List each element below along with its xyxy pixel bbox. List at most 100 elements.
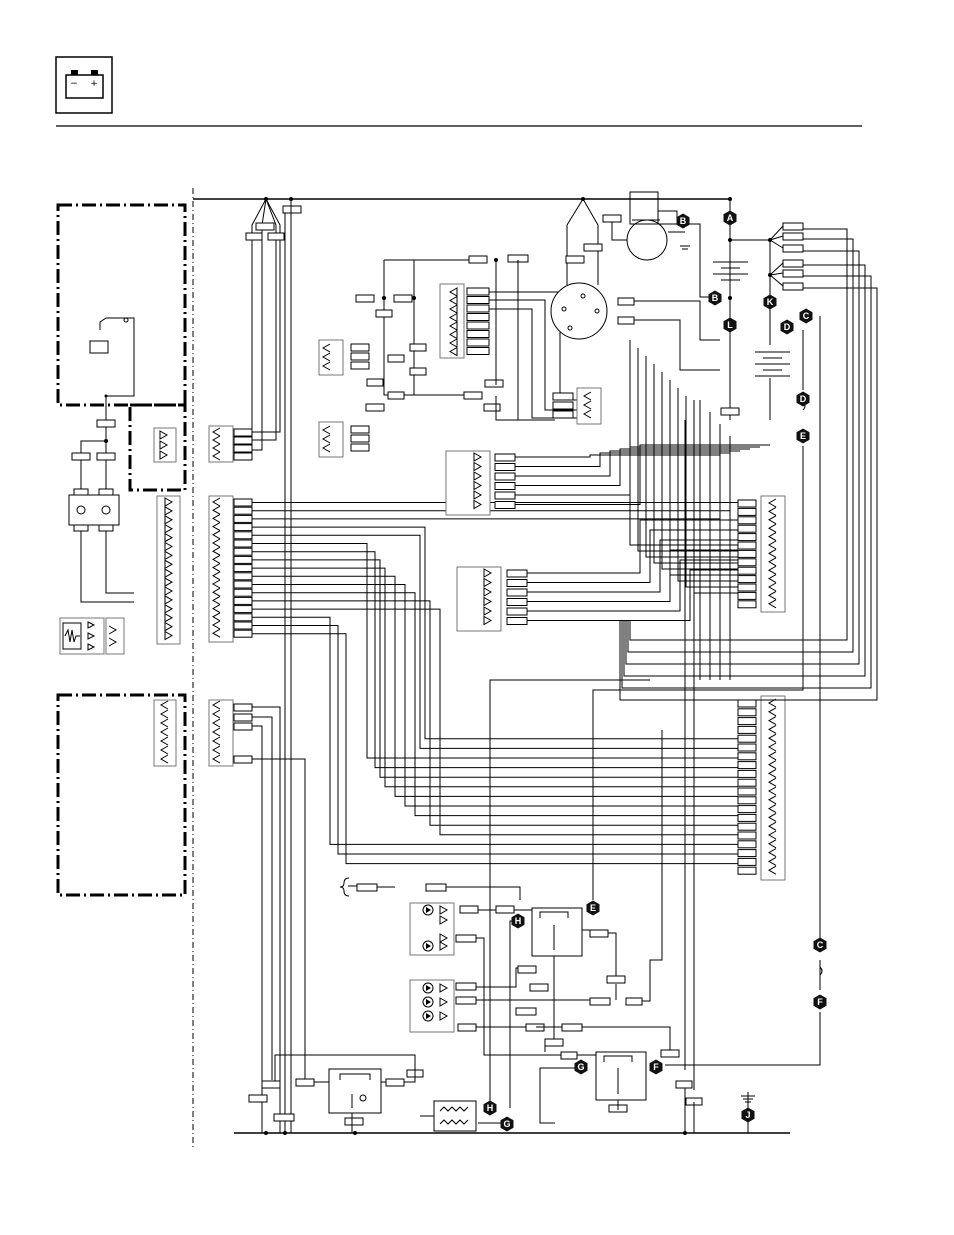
wire-label-box: [661, 1050, 679, 1057]
terminal-label: L: [727, 320, 733, 330]
wire-label-box: [456, 983, 476, 990]
wire-label-box: [234, 437, 252, 444]
wire-label-box: [738, 500, 756, 507]
wire-label-box: [234, 597, 252, 604]
connector-3pin-a: [319, 340, 343, 375]
wire-label-box: [234, 589, 252, 596]
wire: [527, 520, 738, 573]
wire-label-box: [234, 445, 252, 452]
wire-label-box: [386, 1079, 404, 1086]
wire-label-box: [496, 906, 514, 913]
wire-label-box: [783, 223, 803, 230]
wire: [515, 445, 770, 505]
terminal-label: C: [803, 311, 810, 321]
wire-label-box: [783, 260, 803, 267]
terminal-label: K: [767, 297, 774, 307]
wire-label-box: [566, 256, 584, 263]
connector-3pin-small: [154, 428, 176, 462]
left-components: [60, 318, 134, 654]
wire-label-box: [518, 966, 536, 973]
terminal-g1: G: [575, 1060, 588, 1075]
wire-label-box: [738, 709, 756, 716]
wire-label-box: [603, 215, 621, 222]
wire-label-box: [516, 1008, 536, 1015]
wire-label-box: [296, 1079, 314, 1086]
wire: [642, 730, 662, 1001]
wire: [658, 211, 677, 221]
wire-label-box: [357, 884, 377, 891]
wire-label-box: [249, 1095, 267, 1102]
wire-label-box: [626, 998, 642, 1005]
wire: [582, 1027, 670, 1050]
wire-label-box: [738, 592, 756, 599]
wire: [624, 265, 865, 676]
wire-label-box: [783, 270, 803, 277]
wire: [620, 288, 877, 700]
terminal-labels: ABBCCDDEEFFGGHHJKL: [484, 211, 827, 1132]
wire: [252, 601, 738, 825]
wire: [515, 449, 750, 486]
wire-label-box: [618, 298, 634, 305]
connector-20pin-right-lower: [761, 696, 785, 880]
wire-label-box: [234, 540, 252, 547]
terminal-label: G: [503, 1119, 510, 1129]
terminal-a: A: [724, 211, 737, 226]
terminal-label: E: [800, 431, 806, 441]
wire-label-box: [234, 630, 252, 637]
terminal-label: C: [817, 940, 824, 950]
junction-node: [768, 273, 772, 277]
junction-node: [728, 238, 732, 242]
wire-label-box: [234, 556, 252, 563]
wire: [527, 550, 738, 602]
wire-label-box: [394, 295, 412, 302]
wire-label-box: [456, 935, 476, 942]
terminal-f2: F: [650, 1060, 663, 1075]
wire-label-box: [410, 344, 426, 351]
ground-icon: [741, 1092, 755, 1110]
wire-label-box: [738, 850, 756, 857]
wire-label-box: [738, 726, 756, 733]
wire-label-box: [738, 508, 756, 515]
wire-label-box: [484, 404, 500, 411]
terminal-f1: F: [814, 995, 827, 1010]
wire-label-box: [738, 867, 756, 874]
wire-label-box: [234, 499, 252, 506]
wire-label-box: [268, 233, 284, 240]
wire-label-box: [738, 718, 756, 725]
wire-label-box: [721, 408, 739, 415]
wire-label-box: [584, 244, 602, 251]
wire: [252, 726, 262, 1133]
wire: [252, 511, 730, 515]
junction-node: [283, 1131, 287, 1135]
wire: [665, 1012, 820, 1065]
battery-lower: [755, 352, 790, 376]
wire-label-box: [495, 454, 515, 461]
wire: [583, 199, 598, 285]
wire: [694, 404, 738, 593]
wire-label-box: [676, 1081, 692, 1088]
wire: [252, 707, 280, 1133]
wire-label-box: [469, 256, 487, 263]
wire-label-box: [738, 576, 756, 583]
wire: [252, 626, 738, 855]
terminal-h2: H: [484, 1101, 497, 1116]
wire-label-box: [388, 355, 404, 362]
wire-label-box: [467, 288, 489, 295]
terminal-label: F: [817, 997, 823, 1007]
wire: [446, 887, 520, 900]
terminal-j: J: [742, 1108, 755, 1123]
wire-label-box: [367, 379, 383, 386]
wire-label-box: [356, 295, 374, 302]
wire-label-box: [507, 608, 527, 615]
junction-node: [581, 197, 585, 201]
wire-label-box: [460, 906, 478, 913]
terminal-label: H: [515, 916, 522, 926]
wire-label-box: [738, 788, 756, 795]
connector-6pin-lamps-a: [446, 451, 490, 515]
wire-label-box: [234, 581, 252, 588]
wire-label-box: [283, 206, 301, 213]
wire: [612, 222, 627, 240]
wire-label-box: [495, 464, 515, 471]
wire-label-box: [738, 841, 756, 848]
terminal-b1: B: [677, 214, 690, 229]
